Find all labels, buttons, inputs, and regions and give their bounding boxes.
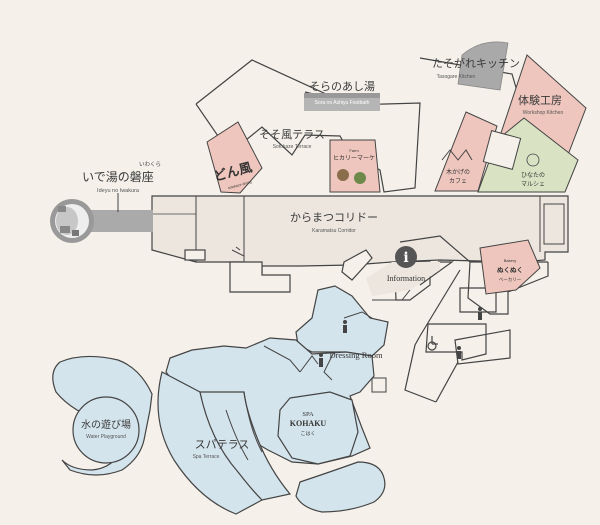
water-playground-circle[interactable] (72, 396, 140, 464)
bakery-sub: ベーカリー (499, 277, 522, 283)
sotokaze-en: Sotokaze Terrace (273, 144, 312, 150)
info-icon[interactable]: i (395, 246, 417, 268)
info-corridor (366, 262, 440, 301)
bakery-main: ぬくぬく (497, 266, 523, 274)
spa-terrace-en: Spa Terrace (193, 454, 220, 460)
sotokaze-label: そそ風テラス (259, 128, 325, 141)
farm-logo-text: ヒカリーマーケ (333, 155, 375, 162)
karamatsu-label: からまつコリドー (290, 211, 378, 224)
farm-logo: ヒカリーマーケ Farm (333, 148, 375, 184)
hinata-logo: ひなたの マルシェ (521, 153, 545, 188)
tasogare-kitchen-area[interactable] (457, 41, 509, 91)
karamatsu-corridor[interactable] (151, 195, 569, 277)
farm-logo-sub: Farm (349, 148, 359, 153)
ideyu-iwakura-area[interactable] (50, 193, 153, 243)
svg-text:i: i (403, 250, 408, 266)
spa-terrace-label: スパテラス (195, 438, 250, 451)
cafe-counter (482, 130, 522, 170)
ideyu-label: いで湯の磐座 (82, 169, 154, 184)
bakery-top: Bakery (504, 258, 516, 263)
restroom-icon (319, 307, 482, 367)
tasogare-label: たそがれキッチン (432, 56, 520, 70)
footbath-area[interactable] (304, 93, 380, 111)
dongen-logo-sub: sotokaze dining (227, 180, 252, 190)
hinata-line2: マルシェ (521, 181, 545, 188)
kokage-line2: カフェ (449, 178, 467, 185)
sorano-label: そらのあし湯 (309, 80, 375, 93)
workshop-en: Workshop Kitchen (523, 110, 564, 116)
sorano-en: Sora no Ashiyu Footbath (315, 100, 370, 106)
wheelchair-icon (427, 336, 438, 351)
ideyu-en: Ideyu no Iwakura (97, 188, 140, 194)
ideyu-ruby: いわくら (139, 161, 161, 168)
karamatsu-en: Karamatsu Corridor (312, 228, 356, 234)
tasogare-en: Tasogare Kitchen (437, 74, 476, 80)
spa-line3: こはく (300, 431, 315, 437)
spa-line1: SPA (302, 411, 314, 418)
dressing-label: Dressing Room (329, 350, 383, 360)
spa-line2: KOHAKU (290, 419, 327, 428)
spa-partitions (225, 311, 387, 461)
hinata-line1: ひなたの (521, 172, 545, 179)
bakery-logo: Bakery ぬくぬく ベーカリー (497, 258, 523, 283)
workshop-label: 体験工房 (518, 93, 562, 107)
smoking-icon (231, 246, 245, 257)
water-en: Water Playground (86, 434, 126, 440)
sotokaze-restaurant-area[interactable] (206, 121, 263, 194)
information-label: Information (387, 274, 425, 283)
kokage-line1: 木かげの (446, 168, 470, 176)
water-label: 水の遊び場 (81, 418, 131, 431)
corridor-rooms (184, 249, 373, 293)
bakery-area[interactable] (479, 239, 541, 295)
kokage-logo: 木かげの カフェ (441, 149, 473, 185)
